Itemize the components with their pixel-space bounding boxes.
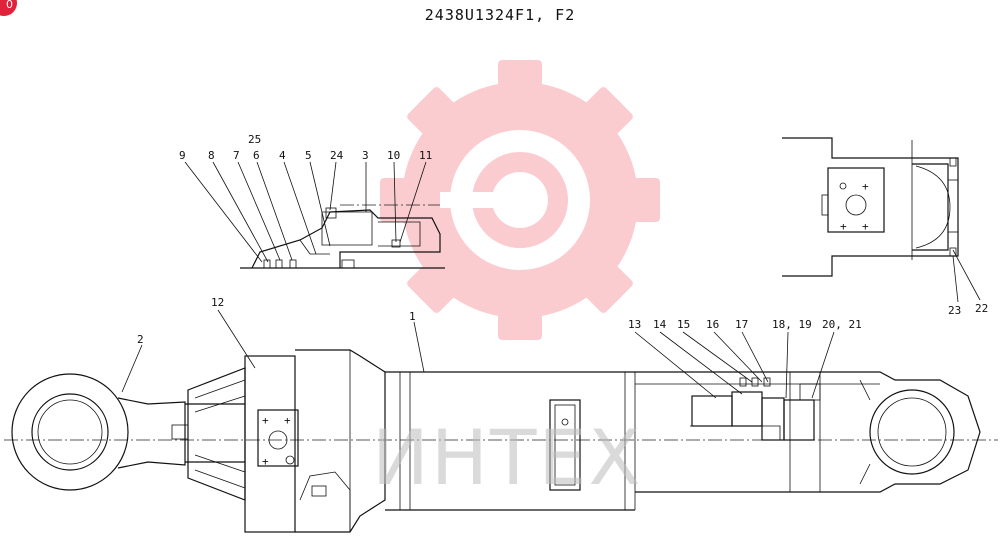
label-23: 23 (948, 304, 961, 317)
label-17: 17 (735, 318, 748, 331)
label-7: 7 (233, 149, 240, 162)
label-13: 13 (628, 318, 641, 331)
corner-badge: 0 (0, 0, 17, 16)
label-25: 25 (248, 133, 261, 146)
svg-text:+: + (862, 180, 869, 193)
label-24: 24 (330, 149, 344, 162)
svg-text:+: + (284, 414, 291, 427)
label-8: 8 (208, 149, 215, 162)
svg-text:+: + (840, 220, 847, 233)
label-12: 12 (211, 296, 224, 309)
main-cylinder-view: + + + (4, 309, 998, 533)
label-14: 14 (653, 318, 667, 331)
end-section-view: + + + (782, 137, 981, 303)
svg-text:+: + (262, 455, 269, 468)
drawing-title: 2438U1324F1, F2 (424, 6, 576, 24)
label-2: 2 (137, 333, 144, 346)
svg-text:+: + (262, 414, 269, 427)
detail-section-view (184, 161, 445, 269)
label-18-19: 18, 19 (772, 318, 812, 331)
label-22: 22 (975, 302, 988, 315)
label-9: 9 (179, 149, 186, 162)
label-5: 5 (305, 149, 312, 162)
watermark-text: ИНТЕХ (372, 413, 643, 502)
label-4: 4 (279, 149, 286, 162)
label-15: 15 (677, 318, 690, 331)
gear-watermark-icon (380, 60, 660, 340)
label-20-21: 20, 21 (822, 318, 862, 331)
label-10: 10 (387, 149, 400, 162)
label-6: 6 (253, 149, 260, 162)
label-3: 3 (362, 149, 369, 162)
label-1: 1 (409, 310, 416, 323)
svg-text:+: + (862, 220, 869, 233)
label-11: 11 (419, 149, 432, 162)
label-16: 16 (706, 318, 719, 331)
